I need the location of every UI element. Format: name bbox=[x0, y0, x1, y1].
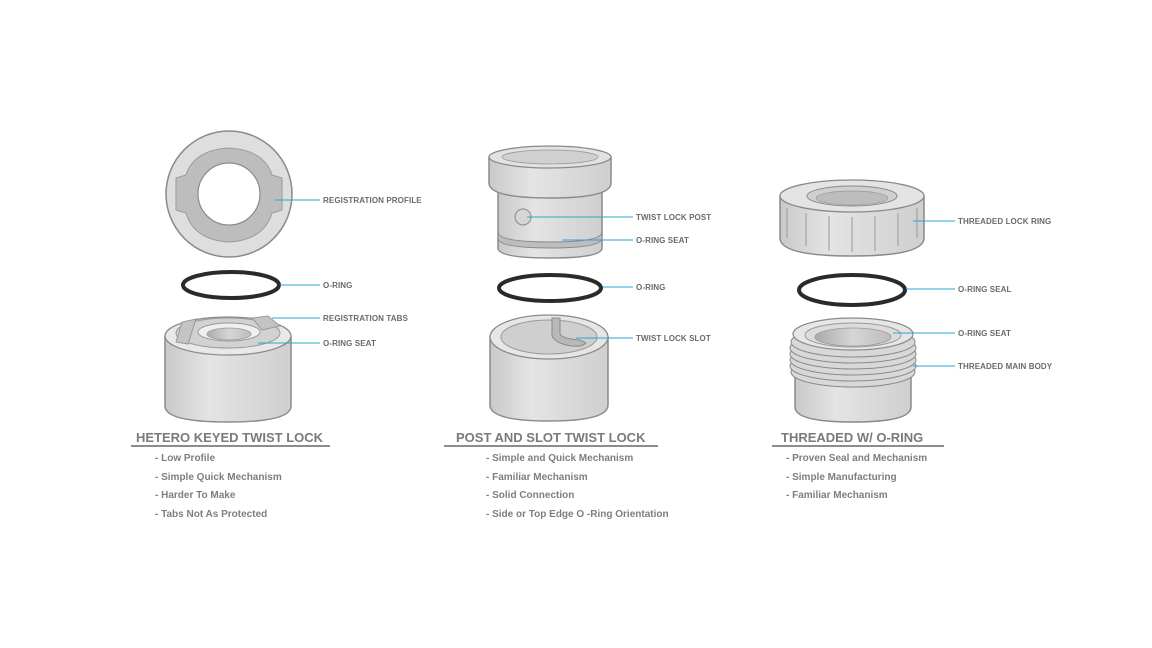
oring-2 bbox=[497, 273, 603, 303]
callout-threaded-main-body: THREADED MAIN BODY bbox=[958, 362, 1053, 371]
heading-post-slot: POST AND SLOT TWIST LOCK bbox=[456, 430, 646, 445]
oring-1 bbox=[181, 270, 281, 300]
list-item: - Simple Manufacturing bbox=[786, 471, 897, 483]
callout-registration-profile: REGISTRATION PROFILE bbox=[323, 196, 422, 205]
list-item: - Simple Quick Mechanism bbox=[155, 471, 282, 483]
list-item: - Solid Connection bbox=[486, 490, 575, 502]
threaded-lock-ring bbox=[779, 179, 925, 257]
hetero-keyed-body bbox=[164, 315, 292, 423]
list-item: - Proven Seal and Mechanism bbox=[786, 453, 928, 464]
bullets-post-slot: - Simple and Quick Mechanism - Familiar … bbox=[486, 450, 669, 525]
bullets-threaded: - Proven Seal and Mechanism - Simple Man… bbox=[786, 450, 927, 506]
list-item: - Tabs Not As Protected bbox=[155, 509, 268, 521]
post-slot-cap bbox=[488, 145, 612, 259]
list-item: - Simple and Quick Mechanism bbox=[486, 453, 634, 464]
callout-oring: O-RING bbox=[323, 281, 353, 290]
callout-twist-lock-slot: TWIST LOCK SLOT bbox=[636, 334, 711, 343]
callout-oring-seat-2: O-RING SEAT bbox=[636, 236, 689, 245]
bullets-hetero-keyed: - Low Profile - Simple Quick Mechanism -… bbox=[155, 450, 282, 525]
oring-3 bbox=[797, 273, 907, 307]
callout-threaded-lock-ring: THREADED LOCK RING bbox=[958, 217, 1051, 226]
list-item: - Harder To Make bbox=[155, 490, 236, 502]
callout-twist-lock-post: TWIST LOCK POST bbox=[636, 213, 711, 222]
callout-oring-seat: O-RING SEAT bbox=[323, 339, 376, 348]
underline-1 bbox=[131, 445, 330, 447]
threaded-main-body bbox=[789, 317, 917, 423]
underline-3 bbox=[772, 445, 944, 447]
post-slot-body bbox=[489, 314, 609, 422]
callout-oring-seat-3: O-RING SEAT bbox=[958, 329, 1011, 338]
heading-hetero-keyed: HETERO KEYED TWIST LOCK bbox=[136, 430, 324, 445]
list-item: - Familiar Mechanism bbox=[786, 490, 888, 502]
callout-oring-2: O-RING bbox=[636, 283, 666, 292]
list-item: - Side or Top Edge O -Ring Orientation bbox=[486, 509, 669, 521]
list-item: - Familiar Mechanism bbox=[486, 471, 588, 483]
underline-2 bbox=[444, 445, 658, 447]
callout-registration-tabs: REGISTRATION TABS bbox=[323, 314, 409, 323]
hetero-keyed-cap bbox=[165, 130, 293, 258]
list-item: - Low Profile bbox=[155, 453, 215, 464]
callout-oring-seal: O-RING SEAL bbox=[958, 285, 1012, 294]
heading-threaded: THREADED W/ O-RING bbox=[781, 430, 924, 445]
